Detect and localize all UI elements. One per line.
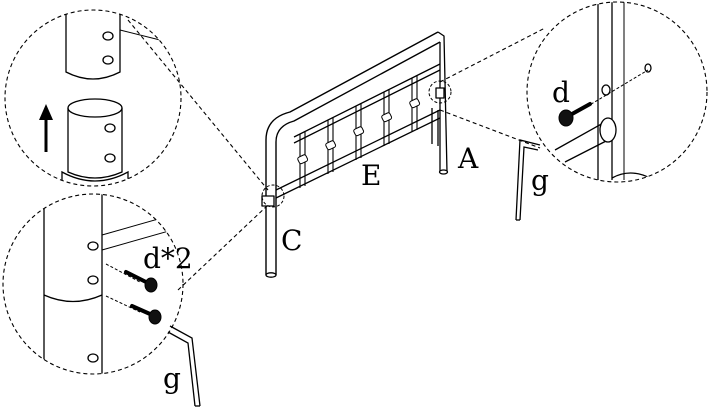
leader-lines [127,19,546,291]
label-screw-double: d*2 [143,242,193,275]
leader-top-left [127,19,269,191]
label-part-e: E [361,159,381,192]
detail-single-screw [526,1,708,183]
callout-left-joint [261,184,285,208]
screw-icon [105,263,158,293]
detail-double-screw [2,193,184,375]
label-screw-single: d [552,76,570,109]
screw-icon [105,295,162,325]
arrow-up-icon [39,104,53,152]
leader-right-bottom [439,109,541,149]
label-wrench-right: g [531,164,549,197]
leader-right-top [439,27,546,83]
label-part-c: C [281,224,302,257]
allen-key-icon [515,139,541,221]
detail-tube-insert [4,9,182,187]
label-part-a: A [457,142,479,175]
label-wrench-left: g [163,362,181,395]
bed-end-frame [261,31,449,278]
callout-right-joint [428,80,452,104]
allen-key-icon [167,325,201,407]
screw-icon [558,69,649,127]
